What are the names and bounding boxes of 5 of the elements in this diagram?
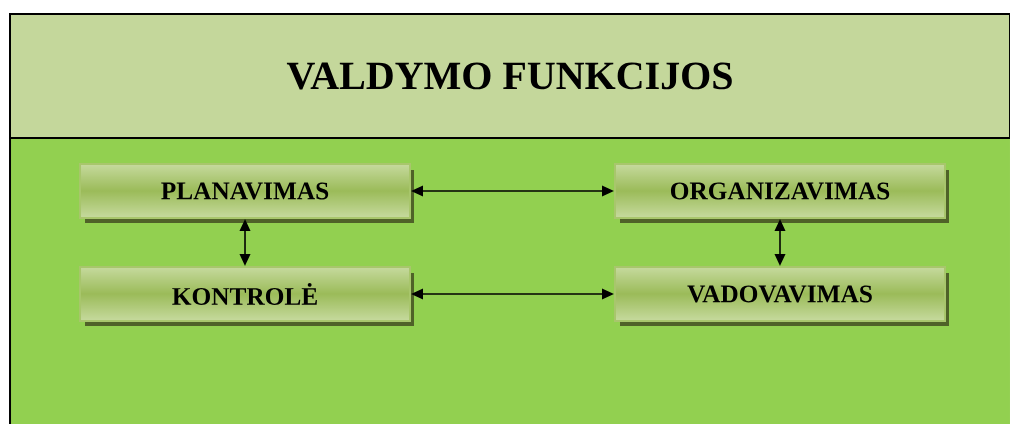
function-box: KONTROLĖ — [79, 266, 414, 326]
function-box: VADOVAVIMAS — [614, 266, 949, 326]
function-box: ORGANIZAVIMAS — [614, 163, 949, 223]
function-box: PLANAVIMAS — [79, 163, 414, 223]
header-band: VALDYMO FUNKCIJOS — [9, 13, 1010, 139]
